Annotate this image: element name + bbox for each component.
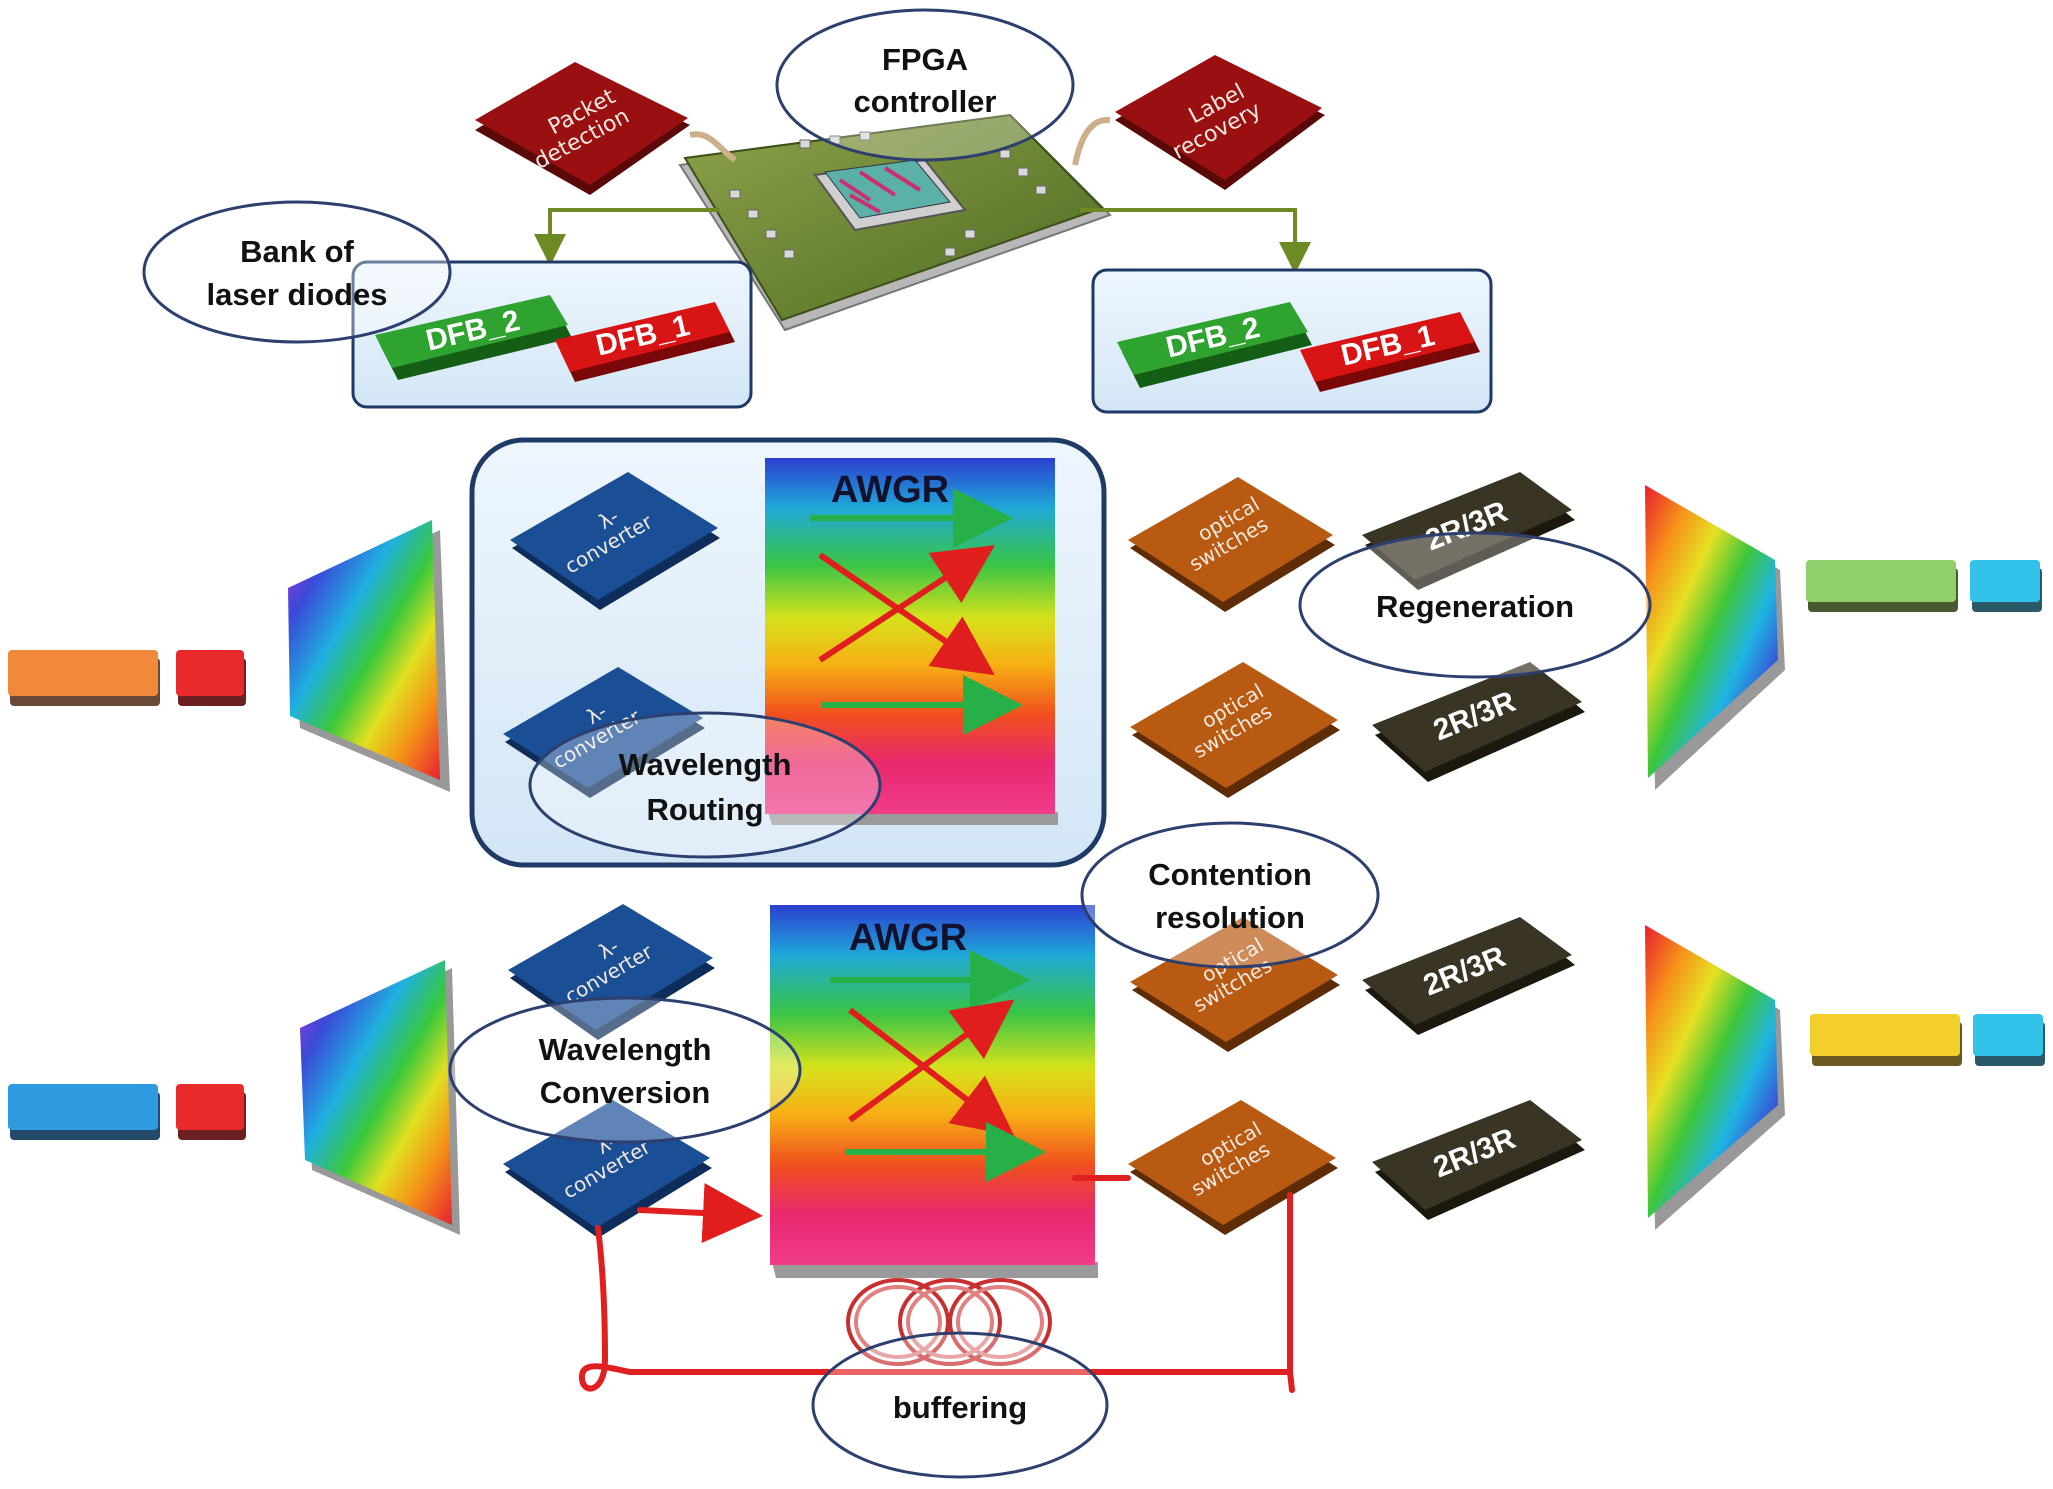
wavelength-routing-line2: Routing bbox=[646, 792, 763, 827]
wavelength-conversion-line2: Conversion bbox=[540, 1075, 711, 1110]
demux-prism-2 bbox=[300, 960, 460, 1235]
laser-bank-right: DFB_2 DFB_1 bbox=[1091, 268, 1493, 414]
buffer-loop bbox=[578, 1175, 1295, 1393]
mux-prism-1 bbox=[1645, 485, 1785, 790]
wavelength-routing-line1: Wavelength bbox=[619, 747, 792, 782]
mux-prism-2 bbox=[1645, 925, 1785, 1230]
regen-block-4: 2R/3R bbox=[1372, 1100, 1585, 1220]
packet-detection-tile: Packet detection bbox=[475, 62, 690, 195]
laser-bank-label-line2: laser diodes bbox=[207, 277, 388, 312]
optical-switch-4: optical switches bbox=[1128, 1100, 1338, 1235]
contention-label-line2: resolution bbox=[1155, 900, 1305, 935]
annotation-wavelength-routing: Wavelength Routing bbox=[528, 711, 882, 859]
wavelength-conversion-line1: Wavelength bbox=[539, 1032, 712, 1067]
fpga-chip-board bbox=[678, 113, 1112, 332]
awgr-1-title: AWGR bbox=[831, 469, 949, 511]
fpga-label-line2: controller bbox=[854, 84, 997, 119]
output-signal-1 bbox=[1806, 560, 2042, 612]
annotation-buffering: buffering bbox=[811, 1331, 1109, 1479]
annotation-fpga: FPGA controller bbox=[775, 8, 1075, 162]
converter-1: λ- converter bbox=[510, 472, 720, 610]
optical-switch-1: optical switches bbox=[1128, 477, 1335, 612]
laser-bank-left: DFB_2 DFB_1 bbox=[351, 260, 753, 409]
fiber-delay-coils bbox=[846, 1278, 1052, 1366]
annotation-laser-bank: Bank of laser diodes bbox=[142, 200, 452, 344]
annotation-contention-resolution: Contention resolution bbox=[1080, 821, 1380, 969]
regen-block-2: 2R/3R bbox=[1372, 662, 1585, 782]
optical-switch-2: optical switches bbox=[1130, 662, 1340, 798]
control-wires bbox=[534, 116, 1311, 274]
awgr-1: AWGR bbox=[765, 458, 1058, 825]
demux-prism-1 bbox=[288, 520, 450, 792]
output-signal-2 bbox=[1810, 1014, 2045, 1066]
label-recovery-tile: Label recovery bbox=[1115, 55, 1325, 190]
laser-bank-label-line1: Bank of bbox=[240, 234, 354, 269]
regen-block-3: 2R/3R bbox=[1362, 917, 1575, 1035]
awgr-2-title: AWGR bbox=[849, 917, 967, 959]
annotation-regeneration: Regeneration bbox=[1298, 531, 1652, 679]
fpga-label-line1: FPGA bbox=[882, 42, 968, 77]
regeneration-label: Regeneration bbox=[1376, 589, 1574, 624]
dfb-red-right: DFB_1 bbox=[1300, 312, 1480, 392]
input-signal-1 bbox=[8, 650, 246, 706]
input-signal-2 bbox=[8, 1084, 246, 1140]
buffering-label: buffering bbox=[893, 1390, 1027, 1425]
annotation-wavelength-conversion: Wavelength Conversion bbox=[448, 996, 802, 1144]
dfb-green-right: DFB_2 bbox=[1117, 302, 1312, 388]
optical-switch-3: optical switches bbox=[1130, 917, 1340, 1052]
awgr-2: AWGR bbox=[770, 905, 1098, 1278]
contention-label-line1: Contention bbox=[1148, 857, 1312, 892]
